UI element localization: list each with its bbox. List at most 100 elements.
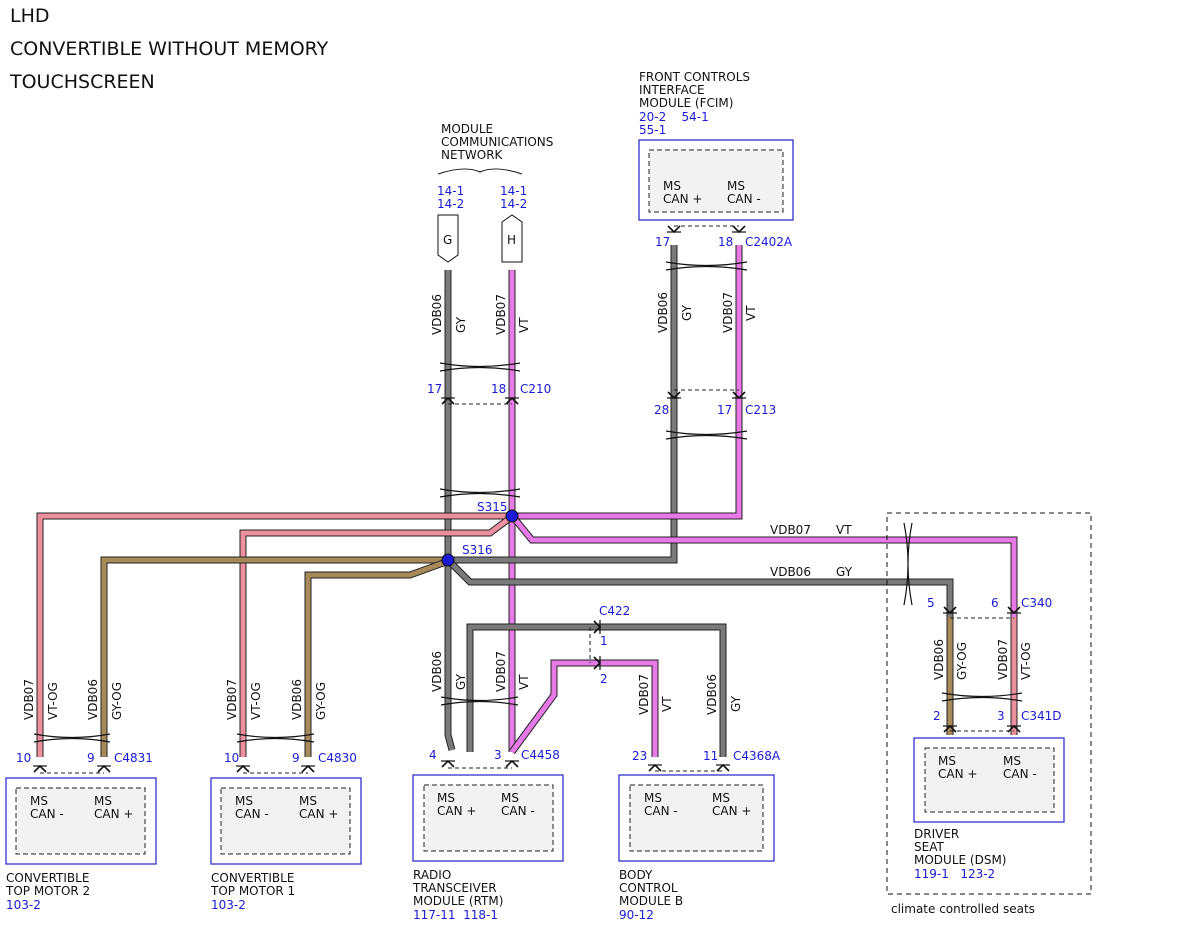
c210-pin-18: 18	[491, 382, 506, 396]
fcim-pin-18: 18	[718, 235, 733, 249]
wire-label-vdb06-ctm2: VDB06	[86, 679, 100, 720]
option-box-label: climate controlled seats	[891, 902, 1035, 916]
wire-vtog-ctm2	[37, 513, 510, 757]
fcim-refs-2: 55-1	[639, 123, 666, 137]
ctm2-pin-10: 10	[16, 751, 31, 765]
rtm-name-1: RADIO	[413, 868, 451, 882]
wire-vtog-ctm1	[240, 516, 512, 757]
rtm-connector: C4458	[521, 748, 560, 762]
wire-gyog-ctm2	[101, 557, 446, 757]
wire-label-vdb06-fcim: VDB06	[656, 292, 670, 333]
rtm-pin-b-line2: CAN -	[501, 804, 535, 818]
dsm-pin-b-line1: MS	[1003, 754, 1021, 768]
ctm2-inner	[15, 787, 146, 855]
wire-label-gy-dsm: GY	[836, 565, 853, 579]
c422-pin-1: 1	[600, 634, 608, 648]
wire-label-gyog-ctm1: GY-OG	[314, 682, 328, 720]
ctm1-pin-a-line2: CAN -	[235, 807, 269, 821]
wire-label-gy-net: GY	[454, 316, 468, 333]
wire-label-vdb07-dsm: VDB07	[770, 523, 811, 537]
dsm-name-1: DRIVER	[914, 827, 959, 841]
option-box-climate-seats	[886, 512, 1092, 895]
twisted-pair-symbols	[33, 261, 1023, 743]
ctm1-pin-9: 9	[292, 751, 300, 765]
fcim-pin-b-line1: MS	[727, 179, 745, 193]
ctm1-pin-b-line1: MS	[299, 794, 317, 808]
splice-s316	[441, 553, 455, 567]
rtm-pin-4: 4	[429, 748, 437, 762]
network-g-ref-2: 14-2	[437, 197, 464, 211]
c213-pin-17: 17	[717, 403, 732, 417]
header-line-2: CONVERTIBLE WITHOUT MEMORY	[10, 38, 329, 60]
wire-vt-fcim	[514, 245, 742, 519]
rtm-ref: 117-11 118-1	[413, 908, 498, 922]
c341d-label: C341D	[1021, 709, 1062, 723]
dsm-pin-b-line2: CAN -	[1003, 767, 1037, 781]
fcim-pin-b-line2: CAN -	[727, 192, 761, 206]
wire-gy-bcm	[467, 624, 726, 757]
wire-label-vtog-ctm1: VT-OG	[249, 682, 263, 720]
ctm2-pin-a-line1: MS	[30, 794, 48, 808]
c213-label: C213	[745, 403, 776, 417]
splice-s316-label: S316	[462, 543, 493, 557]
network-h-letter: H	[507, 233, 516, 247]
bcm-connector: C4368A	[733, 749, 781, 763]
fcim-connector: C2402A	[745, 235, 793, 249]
network-name-1: MODULE	[441, 122, 493, 136]
wire-label-vdb07-net: VDB07	[494, 294, 508, 335]
rtm-pin-a-line2: CAN +	[437, 804, 476, 818]
network-g-connector	[437, 214, 459, 263]
c340-pin-5: 5	[927, 596, 935, 610]
bcmb-inner	[629, 784, 764, 852]
network-brace	[437, 168, 523, 175]
wire-label-gy-fcim: GY	[680, 304, 694, 321]
wire-vt-bcm	[509, 660, 658, 757]
rtm-name-3: MODULE (RTM)	[413, 894, 503, 908]
ctm1-name-2: TOP MOTOR 1	[210, 884, 295, 898]
c341d-pin-3: 3	[997, 709, 1005, 723]
network-h-connector	[501, 214, 523, 263]
wire-label-vdb06-net: VDB06	[430, 294, 444, 335]
dsm-name-2: SEAT	[914, 840, 944, 854]
wire-label-vdb07-dsm-v: VDB07	[996, 639, 1010, 680]
dsm-pin-a-line2: CAN +	[938, 767, 977, 781]
ctm1-pin-b-line2: CAN +	[299, 807, 338, 821]
wire-label-vtog-dsm: VT-OG	[1019, 642, 1033, 680]
bcm-pin-23: 23	[632, 749, 647, 763]
rtm-pin-3: 3	[494, 748, 502, 762]
ctm1-connector: C4830	[318, 751, 357, 765]
wire-label-gyog-ctm2: GY-OG	[110, 682, 124, 720]
wire-label-vdb07-ctm1: VDB07	[225, 679, 239, 720]
dsm-inner	[924, 747, 1055, 813]
ctm2-pin-b-line1: MS	[94, 794, 112, 808]
wire-label-vdb06-dsm: VDB06	[770, 565, 811, 579]
network-g-letter: G	[443, 233, 452, 247]
wire-gyog-ctm1	[305, 559, 447, 757]
ctm2-connector: C4831	[114, 751, 153, 765]
wire-label-vt-dsm: VT	[836, 523, 852, 537]
wire-label-vt-rtm: VT	[517, 674, 531, 690]
wire-label-vdb07-ctm2: VDB07	[22, 679, 36, 720]
fcim-pin-a-line1: MS	[663, 179, 681, 193]
c213-pin-28: 28	[654, 403, 669, 417]
bcmb-name-1: BODY	[619, 868, 653, 882]
ctm2-pin-9: 9	[87, 751, 95, 765]
fcim-pin-17: 17	[655, 235, 670, 249]
wire-gy-dsm	[448, 560, 953, 617]
bcmb-pin-a-line1: MS	[644, 791, 662, 805]
wire-label-gy-rtm: GY	[454, 673, 468, 690]
ctm2-name-1: CONVERTIBLE	[6, 871, 89, 885]
fcim-name-2: INTERFACE	[639, 83, 705, 97]
ctm1-name-1: CONVERTIBLE	[211, 871, 294, 885]
wire-label-gy-bcm: GY	[729, 695, 743, 712]
splice-s315	[505, 509, 519, 523]
ctm1-pin-10: 10	[224, 751, 239, 765]
bcmb-ref: 90-12	[619, 908, 654, 922]
wire-label-vdb06-rtm: VDB06	[430, 651, 444, 692]
fcim-inner	[648, 149, 784, 213]
dsm-name-3: MODULE (DSM)	[914, 853, 1006, 867]
ctm1-inner	[220, 787, 351, 855]
header-line-1: LHD	[10, 5, 50, 27]
wire-label-vdb07-rtm: VDB07	[494, 651, 508, 692]
splice-s315-label: S315	[477, 500, 508, 514]
